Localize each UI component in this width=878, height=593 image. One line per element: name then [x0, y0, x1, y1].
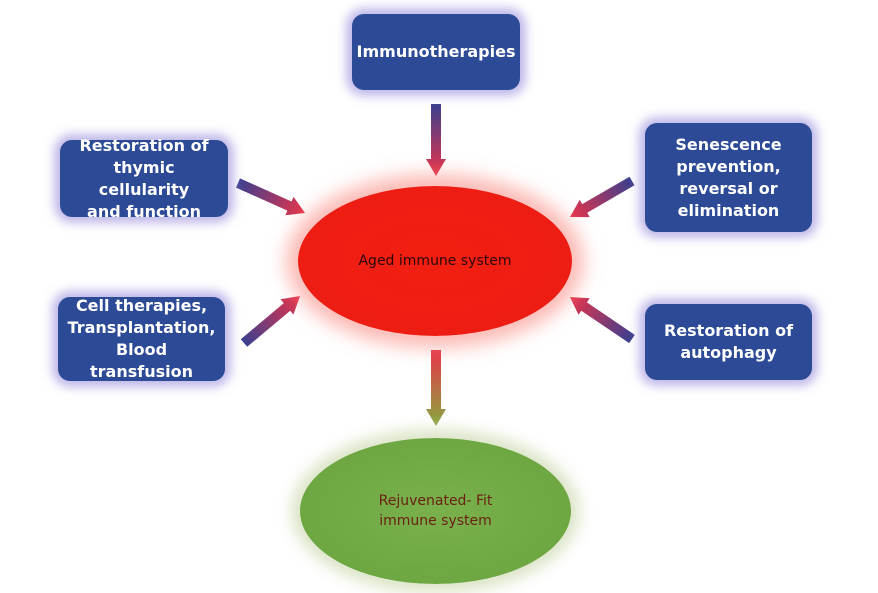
arrow-from-autophagy — [570, 297, 635, 344]
arrow-from-cell-therapies — [240, 296, 300, 347]
arrow-from-thymic-restoration-shape — [236, 178, 305, 216]
immunotherapies-box: Immunotherapies — [352, 14, 520, 90]
arrow-from-senescence-shape — [570, 176, 635, 218]
autophagy-label: Restoration of autophagy — [663, 321, 794, 362]
thymic-restoration-label: Restoration of thymic cellularity and fu… — [79, 135, 209, 221]
cell-therapies-box: Cell therapies, Transplantation, Blood t… — [58, 296, 225, 381]
autophagy-box: Restoration of autophagy — [645, 304, 812, 380]
arrow-to-rejuvenated-shape — [426, 350, 446, 426]
immunotherapies-label: Immunotherapies — [356, 42, 516, 61]
arrow-from-cell-therapies-shape — [240, 296, 300, 347]
cell-therapies-label: Cell therapies, Transplantation, Blood t… — [67, 296, 216, 381]
arrow-from-autophagy-shape — [570, 297, 635, 344]
aged-immune-system-ellipse: Aged immune system — [298, 186, 572, 336]
arrow-from-senescence — [570, 176, 635, 218]
senescence-label: Senescence prevention, reversal or elimi… — [675, 134, 782, 220]
rejuvenated-immune-system-ellipse: Rejuvenated- Fit immune system — [300, 438, 571, 584]
arrow-from-thymic-restoration — [236, 178, 305, 216]
senescence-box: Senescence prevention, reversal or elimi… — [645, 123, 812, 232]
arrow-from-immunotherapies-shape — [426, 104, 446, 176]
thymic-restoration-box: Restoration of thymic cellularity and fu… — [60, 136, 228, 221]
arrow-from-immunotherapies — [426, 104, 446, 176]
aged-immune-system-label: Aged immune system — [358, 253, 512, 269]
rejuvenated-immune-system-label: Rejuvenated- Fit immune system — [378, 493, 493, 529]
arrow-to-rejuvenated — [426, 350, 446, 426]
